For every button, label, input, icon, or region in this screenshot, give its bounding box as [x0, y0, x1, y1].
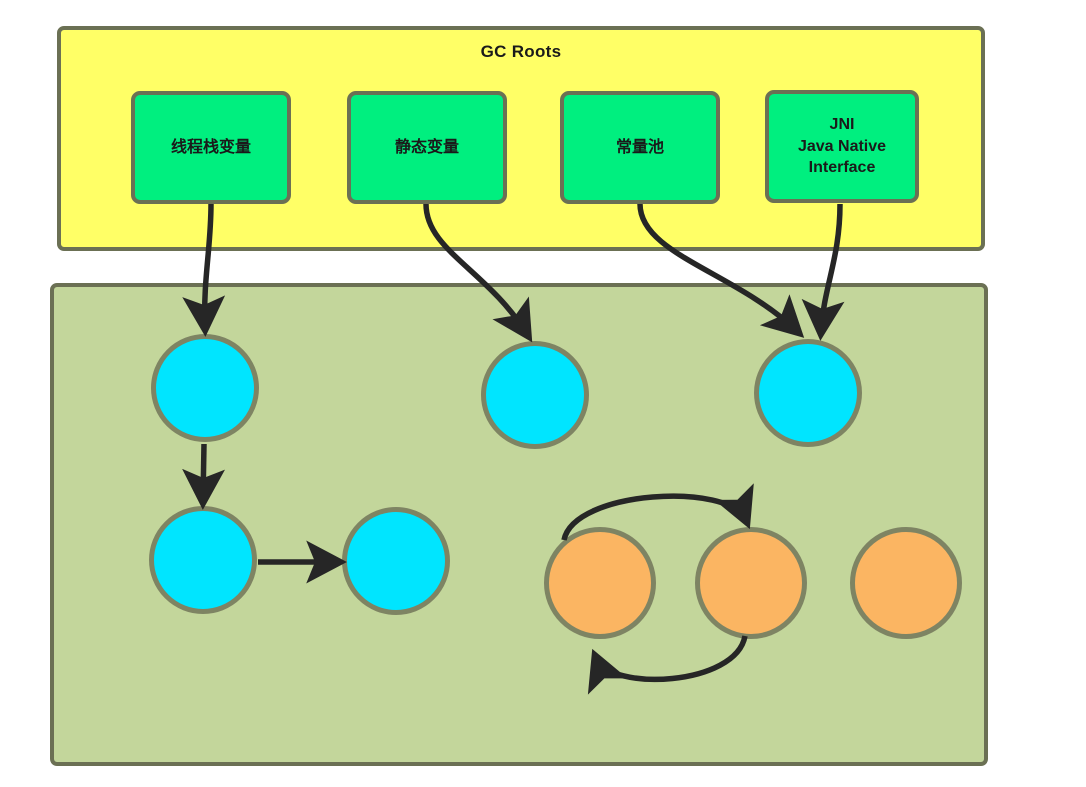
root-box-label: 线程栈变量 [170, 138, 251, 156]
root-box-thread-stack[interactable]: 线程栈变量 [131, 91, 291, 204]
root-box-label: JNI Java Native Interface [797, 116, 887, 177]
heap-node-reachable[interactable] [754, 339, 862, 447]
heap-node-unreachable[interactable] [544, 527, 656, 639]
heap-node-reachable[interactable] [149, 506, 257, 614]
root-box-jni[interactable]: JNI Java Native Interface [765, 90, 919, 203]
heap-node-reachable[interactable] [481, 341, 589, 449]
heap-node-reachable[interactable] [342, 507, 450, 615]
heap-node-unreachable[interactable] [695, 527, 807, 639]
root-box-label: 常量池 [615, 138, 664, 156]
root-box-label: 静态变量 [394, 138, 459, 156]
heap-node-reachable[interactable] [151, 334, 259, 442]
heap-node-unreachable[interactable] [850, 527, 962, 639]
root-box-static-variable[interactable]: 静态变量 [347, 91, 507, 204]
root-box-constant-pool[interactable]: 常量池 [560, 91, 720, 204]
gc-roots-title: GC Roots [480, 42, 562, 61]
